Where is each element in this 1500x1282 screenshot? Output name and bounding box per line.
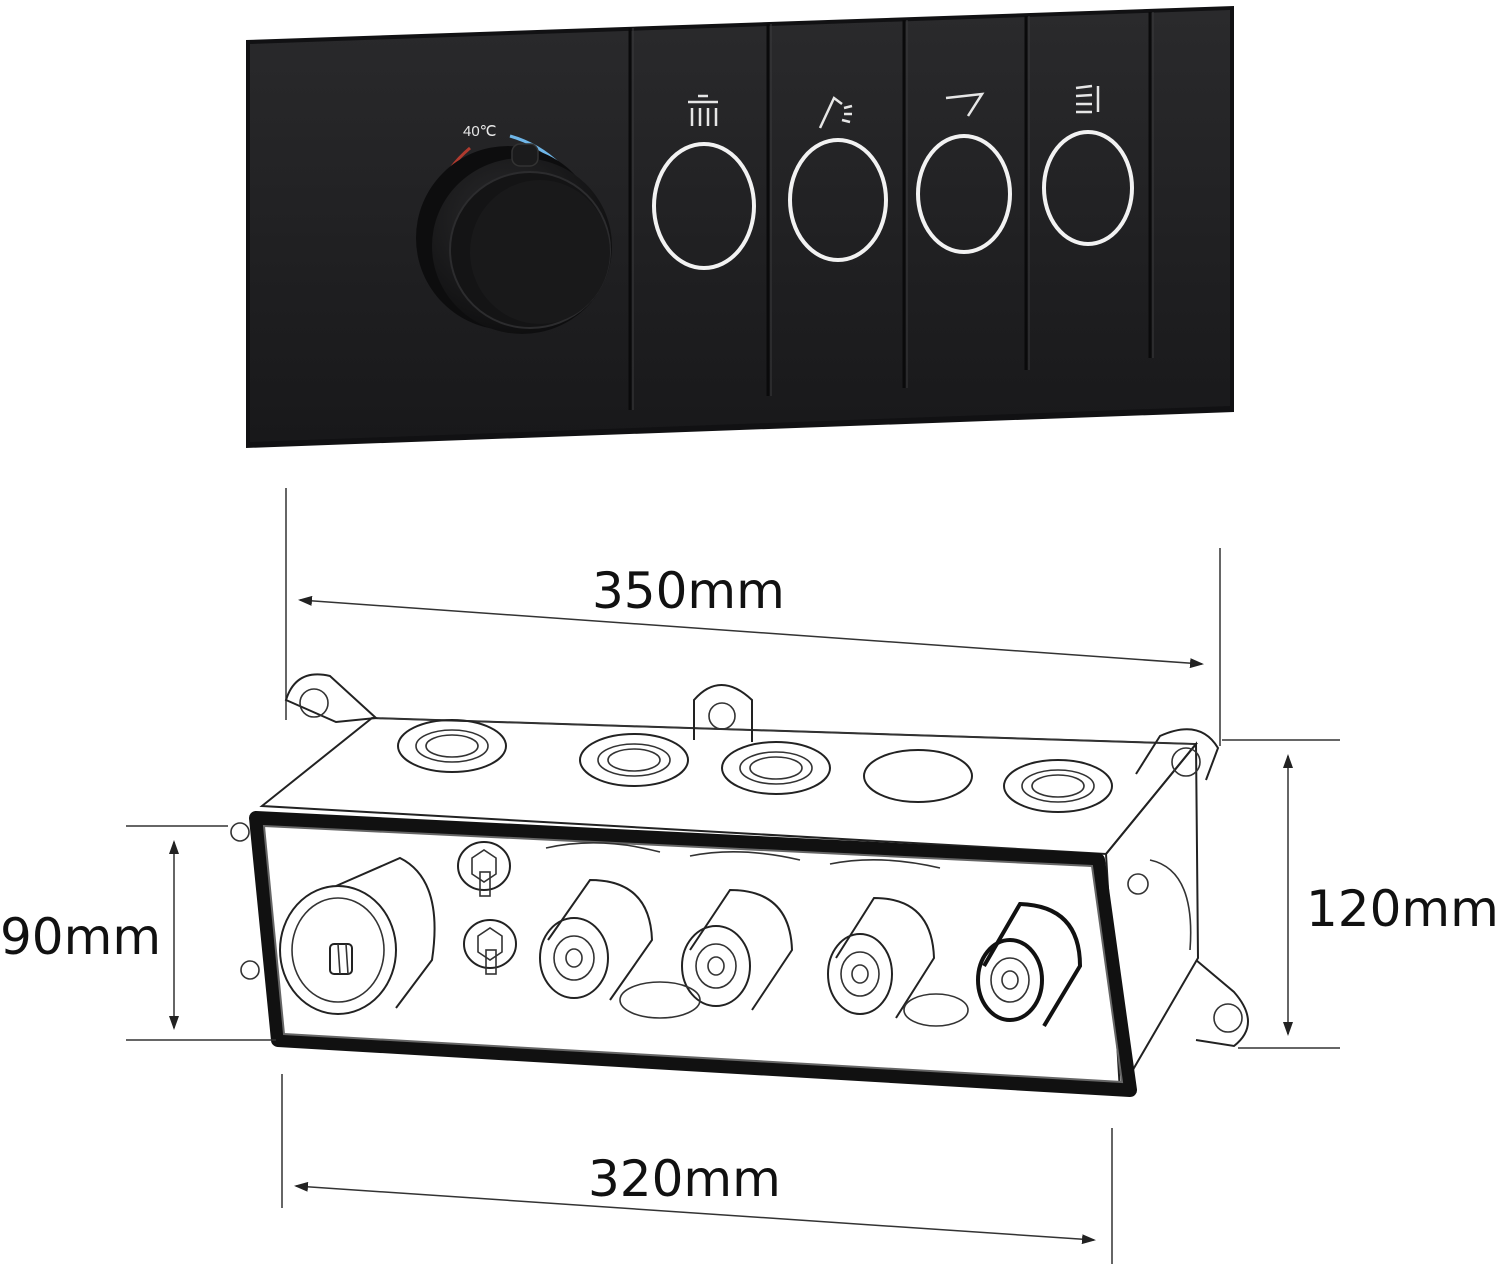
mounting-box [230,673,1249,1097]
tub-spout-icon [945,92,985,117]
button-tub-spout[interactable] [916,92,1012,254]
dimension-120-label: 120mm [1306,880,1499,938]
thermostatic-knob[interactable] [416,143,612,334]
dimension-panel-width: 350mm [285,488,1221,746]
knob-safety-button[interactable] [511,143,539,167]
button-hand-shower[interactable] [788,96,888,262]
control-panel: 40℃ [246,6,1234,448]
rain-shower-icon [688,94,718,126]
body-jets-icon [1075,84,1100,114]
hand-shower-icon [818,96,853,129]
top-ports [397,719,1113,813]
dimension-box-height: 90mm [0,825,276,1041]
dimension-320-label: 320mm [588,1150,781,1208]
dimension-panel-height: 120mm [1222,739,1499,1049]
dimension-90-label: 90mm [0,908,161,966]
dimension-box-width: 320mm [281,1074,1113,1264]
temperature-label: 40℃ [463,123,497,140]
button-rain-shower[interactable] [652,94,756,270]
button-body-jets[interactable] [1042,84,1134,246]
thermostatic-cartridge [279,856,436,1015]
check-valves [457,841,517,975]
diverter-cartridges [539,878,1083,1028]
dimension-350-label: 350mm [592,562,785,620]
